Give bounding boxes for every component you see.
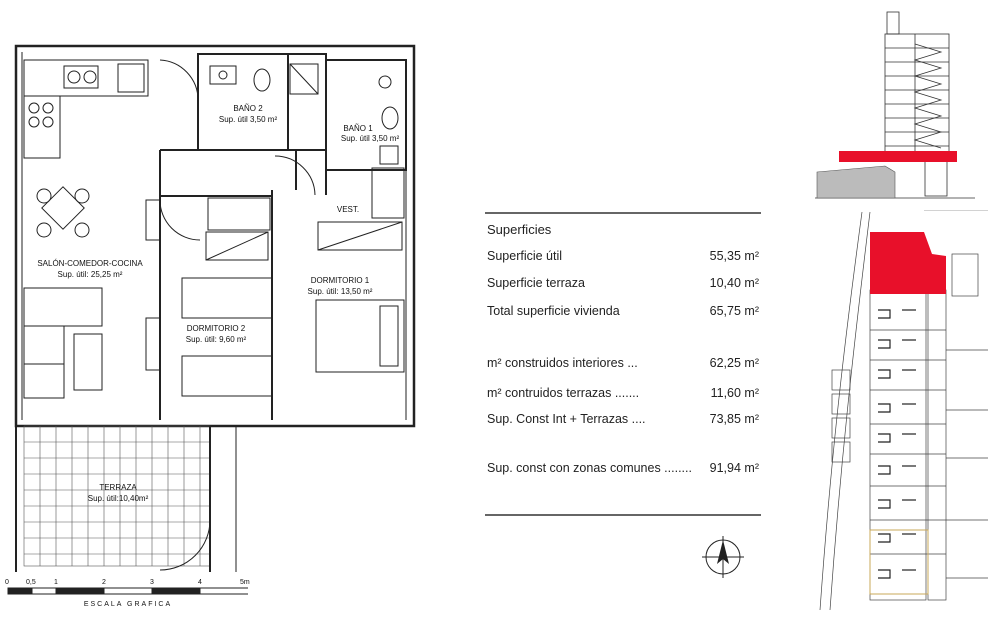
row-label: m² construidos interiores ... xyxy=(487,356,638,370)
row-value: 62,25 m² xyxy=(709,356,759,370)
row-label: Superficie terraza xyxy=(487,276,585,290)
construidos-terrazas-row: m² contruidos terrazas ....... 11,60 m² xyxy=(487,386,759,400)
terraza-area: Sup. útil:10,40m² xyxy=(88,494,149,503)
north-arrow-icon xyxy=(702,536,744,578)
highlight-floor xyxy=(839,151,957,162)
salon-name: SALÓN-COMEDOR-COCINA xyxy=(37,259,143,268)
row-label: Superficie útil xyxy=(487,249,563,263)
highlight-unit xyxy=(870,232,946,294)
row-label: Sup. const con zonas comunes ........ xyxy=(487,461,692,475)
superficie-util-row: Superficie útil 55,35 m² xyxy=(487,249,759,263)
dorm2-name: DORMITORIO 2 xyxy=(187,324,246,333)
bano2-name: BAÑO 2 xyxy=(233,104,263,113)
row-value: 65,75 m² xyxy=(709,304,759,318)
total-superficie-row: Total superficie vivienda 65,75 m² xyxy=(487,304,759,318)
scale-tick-1: 1 xyxy=(54,579,58,586)
dorm2-area: Sup. útil: 9,60 m² xyxy=(186,335,247,344)
scale-tick-0: 0 xyxy=(5,579,9,586)
salon-area: Sup. útil: 25,25 m² xyxy=(58,270,123,279)
dorm1-name: DORMITORIO 1 xyxy=(311,276,370,285)
terraza-name: TERRAZA xyxy=(99,483,137,492)
row-label: Sup. Const Int + Terrazas .... xyxy=(487,412,646,426)
row-value: 10,40 m² xyxy=(709,276,759,290)
construidos-interiores-row: m² construidos interiores ... 62,25 m² xyxy=(487,356,759,370)
apartment-floor-plan: BAÑO 2 Sup. útil 3,50 m² BAÑO 1 Sup. úti… xyxy=(5,44,416,608)
table-top-rule xyxy=(485,212,761,214)
site-plan xyxy=(819,210,988,611)
scale-tick-3: 3 xyxy=(150,579,154,586)
dorm1-area: Sup. útil: 13,50 m² xyxy=(308,287,373,296)
const-zonas-comunes-row: Sup. const con zonas comunes ........ 91,… xyxy=(487,461,759,475)
const-int-terrazas-row: Sup. Const Int + Terrazas .... 73,85 m² xyxy=(487,412,759,426)
row-label: Total superficie vivienda xyxy=(487,304,620,318)
superficies-title: Superficies xyxy=(487,222,552,237)
bano1-area: Sup. útil 3,50 m² xyxy=(341,134,400,143)
scale-tick-5m: 5m xyxy=(240,579,250,586)
row-value: 11,60 m² xyxy=(710,386,759,400)
bano1-name: BAÑO 1 xyxy=(343,124,373,133)
scale-tick-05: 0,5 xyxy=(26,579,36,586)
scale-tick-2: 2 xyxy=(102,579,106,586)
vest-name: VEST. xyxy=(337,205,359,214)
superficie-terraza-row: Superficie terraza 10,40 m² xyxy=(487,276,759,290)
row-label: m² contruidos terrazas ....... xyxy=(487,386,640,400)
scale-title: ESCALA GRAFICA xyxy=(84,601,172,608)
row-value: 73,85 m² xyxy=(709,412,759,426)
row-value: 55,35 m² xyxy=(709,249,759,263)
row-value: 91,94 m² xyxy=(709,461,759,475)
bano2-area: Sup. útil 3,50 m² xyxy=(219,115,278,124)
building-elevation xyxy=(815,11,975,199)
table-bottom-rule xyxy=(485,514,761,516)
scale-tick-4: 4 xyxy=(198,579,202,586)
